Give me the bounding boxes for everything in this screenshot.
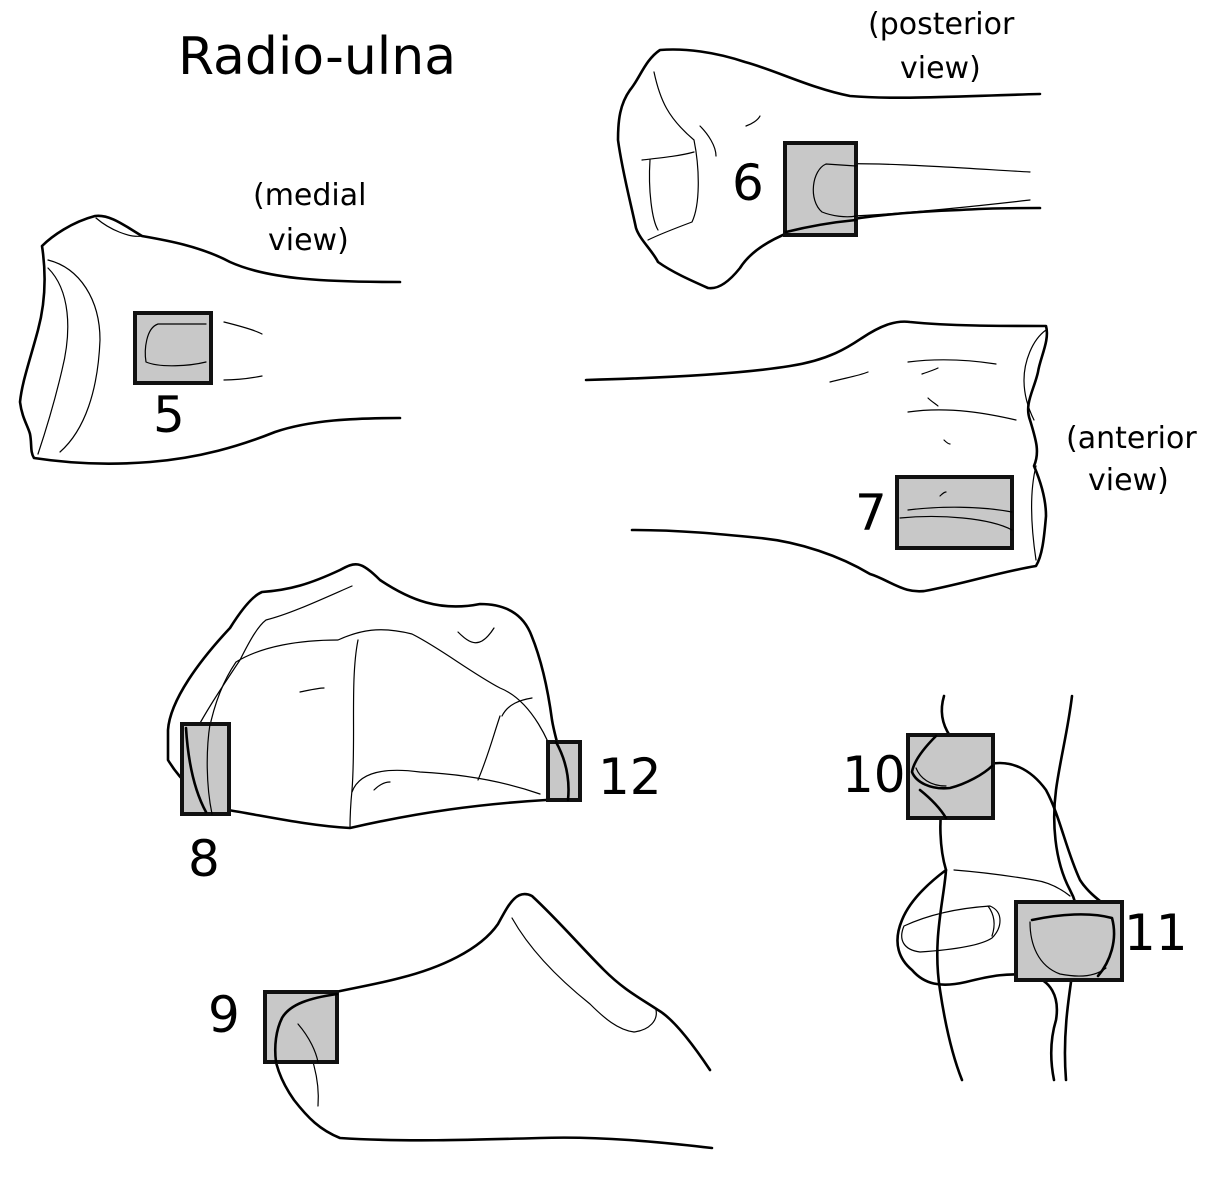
marker-5-box (133, 311, 213, 385)
marker-box-5 (133, 311, 213, 385)
olecranon-view-drawing (272, 892, 714, 1150)
marker-8-label: 8 (188, 830, 220, 888)
marker-box-9 (263, 990, 339, 1064)
marker-5-label: 5 (153, 386, 185, 444)
marker-box-6 (783, 141, 858, 237)
anterior-view-drawing (584, 320, 1049, 593)
marker-8-box (180, 722, 231, 816)
marker-6-label: 6 (732, 154, 764, 212)
marker-box-12 (546, 740, 582, 802)
marker-12-box (546, 740, 582, 802)
marker-9-label: 9 (208, 986, 240, 1044)
marker-12-label: 12 (598, 748, 662, 806)
marker-10-label: 10 (842, 746, 906, 804)
marker-box-11 (1014, 900, 1124, 982)
anterior-view-label-line2: view) (1088, 463, 1169, 498)
medial-view-label-line1: (medial (253, 178, 366, 213)
posterior-view-label-line2: view) (900, 51, 981, 86)
marker-11-label: 11 (1124, 904, 1188, 962)
marker-7-box (895, 475, 1014, 550)
marker-7-label: 7 (855, 484, 887, 542)
marker-box-7 (895, 475, 1014, 550)
anterior-view-label-line1: (anterior (1066, 421, 1197, 456)
articular-view-drawing (166, 563, 572, 830)
marker-box-10 (906, 733, 995, 820)
marker-6-box (783, 141, 858, 237)
marker-box-8 (180, 722, 231, 816)
diagram-title: Radio-ulna (178, 27, 456, 87)
posterior-view-label-line1: (posterior (868, 7, 1015, 42)
medial-view-label-line2: view) (268, 223, 349, 258)
